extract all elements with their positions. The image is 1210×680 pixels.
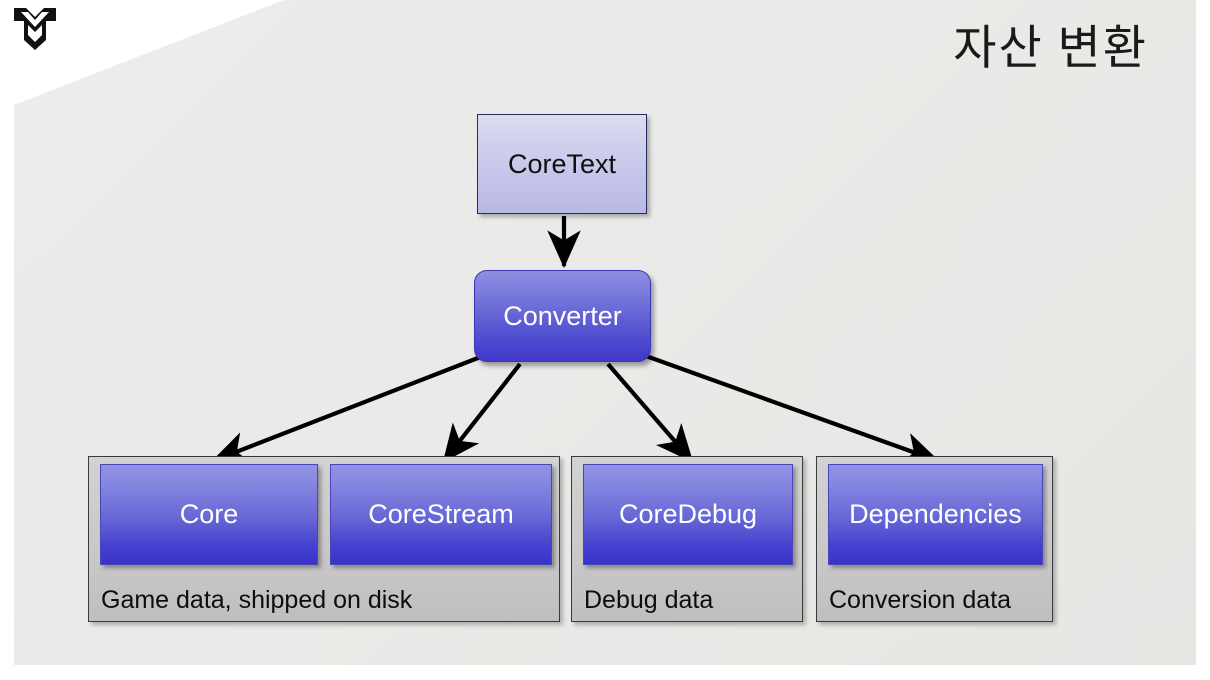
group-game-data-caption: Game data, shipped on disk: [101, 586, 413, 614]
module-dependencies[interactable]: Dependencies: [828, 464, 1043, 565]
module-core[interactable]: Core: [100, 464, 318, 565]
group-debug-data-caption: Debug data: [584, 586, 714, 614]
node-coretext[interactable]: CoreText: [477, 114, 647, 214]
module-corestream[interactable]: CoreStream: [330, 464, 552, 565]
node-converter[interactable]: Converter: [474, 270, 651, 362]
module-coredebug[interactable]: CoreDebug: [583, 464, 793, 565]
group-conversion-data-caption: Conversion data: [829, 586, 1012, 614]
slide-title: 자산 변환: [953, 23, 1148, 75]
chevron-shield-logo-icon: [12, 6, 58, 58]
